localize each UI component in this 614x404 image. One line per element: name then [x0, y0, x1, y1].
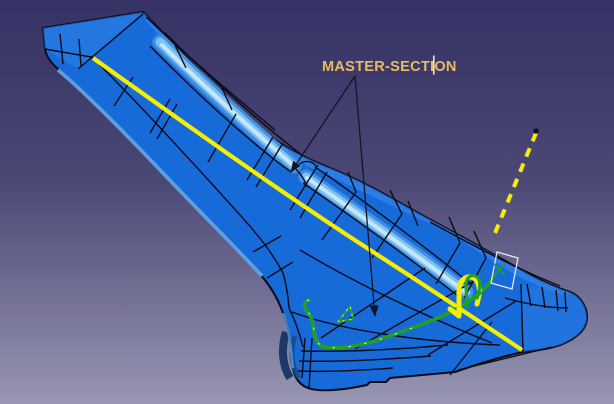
- section-plane-outline[interactable]: [490, 251, 519, 290]
- leader-line-1: [290, 75, 356, 173]
- annotation-leaders: [290, 75, 379, 317]
- left-wing-face: [43, 12, 143, 69]
- construction-dashed-line[interactable]: [491, 132, 538, 239]
- nose-edge-highlight: [281, 312, 295, 369]
- leader-line-2: [354, 75, 379, 317]
- point-marker-x-icon[interactable]: [493, 263, 506, 276]
- part-surface[interactable]: [42, 11, 589, 392]
- foot-shadow-dark: [278, 330, 294, 381]
- section-profile-green[interactable]: [464, 274, 483, 309]
- text-cursor: [433, 55, 435, 75]
- annotation-text[interactable]: MASTER-SECTION: [322, 59, 457, 75]
- section-curve-triangle[interactable]: [336, 304, 355, 324]
- master-curve[interactable]: [91, 56, 524, 352]
- right-end-face: [521, 284, 588, 352]
- anchor-point-dot[interactable]: [533, 128, 539, 134]
- edge-highlight: [56, 68, 264, 278]
- bead-rib: [152, 34, 474, 300]
